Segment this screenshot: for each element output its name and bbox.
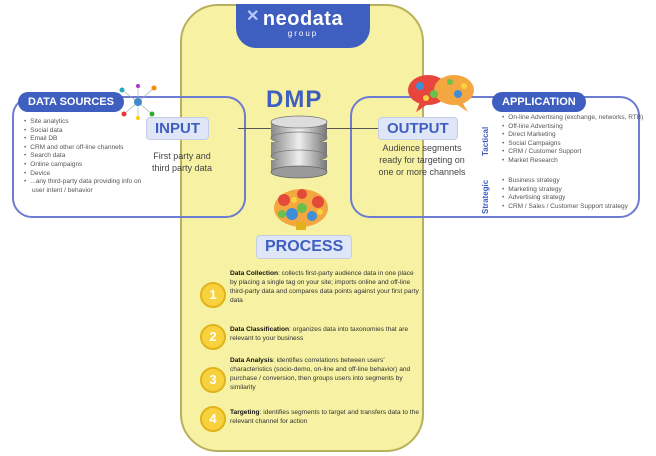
brain-icon	[274, 189, 328, 230]
speech-bubbles-icon	[408, 75, 474, 112]
strategic-item: Business strategy	[508, 177, 648, 186]
logo-sub: group	[287, 29, 319, 38]
tactical-item: Market Research	[508, 157, 648, 166]
application-title: APPLICATION	[492, 92, 586, 112]
step-title: Data Collection	[230, 270, 278, 277]
data-source-item: CRM and other off-line channels	[30, 144, 150, 153]
step-description: Data Collection: collects first-party au…	[230, 269, 422, 305]
step-description: Data Analysis: identifies correlations b…	[230, 356, 422, 392]
process-label: PROCESS	[256, 235, 353, 259]
dmp-title: DMP	[266, 86, 323, 113]
data-sources-box	[12, 96, 246, 218]
step-number: 3	[200, 367, 226, 393]
strategic-item: Advertising strategy	[508, 194, 648, 203]
data-source-item: Social data	[30, 127, 150, 136]
strategic-item: Marketing strategy	[508, 186, 648, 195]
input-caption-line: First party and	[153, 151, 211, 161]
output-caption-line: Audience segments	[382, 143, 462, 153]
tactical-item: Off-line Advertising	[508, 123, 648, 132]
data-source-item: Search data	[30, 152, 150, 161]
strategic-label: Strategic	[481, 179, 490, 214]
output-caption: Audience segments ready for targeting on…	[362, 142, 482, 178]
output-caption-line: ready for targeting on	[379, 155, 465, 165]
logo-mark-icon: ✕	[246, 8, 260, 25]
tactical-item: On-line Advertising (exchange, networks,…	[508, 114, 648, 123]
neodata-logo: neodata group	[236, 4, 370, 48]
tactical-list: On-line Advertising (exchange, networks,…	[500, 114, 648, 166]
database-icon	[270, 115, 328, 179]
tactical-item: Social Campaigns	[508, 140, 648, 149]
step-description: Targeting: identifies segments to target…	[230, 408, 422, 426]
output-label: OUTPUT	[378, 117, 458, 140]
data-sources-title: DATA SOURCES	[18, 92, 124, 112]
logo-name: neodata	[262, 8, 344, 30]
input-caption-line: third party data	[151, 163, 213, 173]
step-number: 1	[200, 282, 226, 308]
tactical-item: Direct Marketing	[508, 131, 648, 140]
step-title: Data Classification	[230, 326, 289, 333]
input-caption: First party and third party data	[140, 150, 224, 174]
tactical-label: Tactical	[481, 126, 490, 156]
data-source-item: Site analytics	[30, 118, 150, 127]
data-source-item: ...any third-party data providing info o…	[30, 178, 150, 195]
step-body: : collects first-party audience data in …	[230, 270, 419, 304]
step-body: : organizes data into taxonomies that ar…	[230, 326, 409, 342]
step-body: : identifies segments to target and tran…	[230, 409, 420, 425]
strategic-list: Business strategy Marketing strategy Adv…	[500, 177, 648, 211]
step-description: Data Classification: organizes data into…	[230, 325, 422, 343]
output-caption-line: one or more channels	[378, 167, 466, 177]
tactical-item: CRM / Customer Support	[508, 148, 648, 157]
step-body: : identifies correlations between users'…	[230, 357, 411, 391]
data-source-item: Device	[30, 170, 150, 179]
data-sources-list: Site analytics Social data Email DB CRM …	[22, 118, 150, 195]
step-number: 4	[200, 406, 226, 432]
input-label: INPUT	[146, 117, 209, 140]
network-icon	[119, 84, 157, 120]
step-number: 2	[200, 324, 226, 350]
step-title: Targeting	[230, 409, 260, 416]
data-source-item: Online campaigns	[30, 161, 150, 170]
step-title: Data Analysis	[230, 357, 274, 364]
strategic-item: CRM / Sales / Customer Support strategy	[508, 203, 648, 212]
data-source-item: Email DB	[30, 135, 150, 144]
